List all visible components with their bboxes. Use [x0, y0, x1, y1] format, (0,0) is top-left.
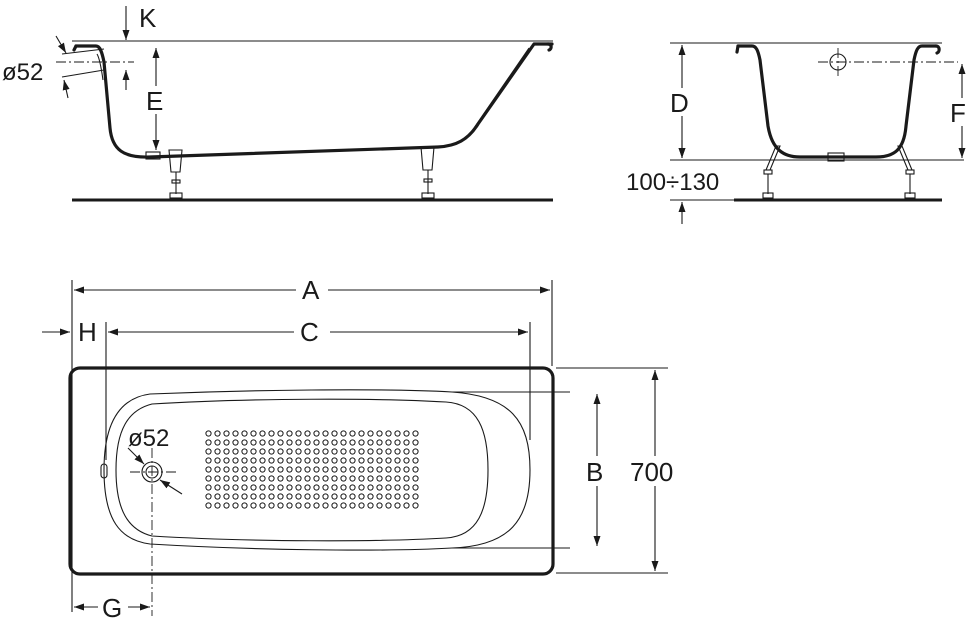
- tub-basin-floor-plan: [115, 398, 489, 542]
- overflow-notch-plan: [100, 463, 108, 479]
- end-elevation-view: D F 100÷130: [626, 42, 967, 224]
- tub-rim-lip-right: [546, 42, 553, 52]
- side-elevation-view: K E ø52: [0, 3, 554, 202]
- plan-view: ø52 A C H B 700 G: [42, 274, 682, 623]
- tub-rim-lip-left: [72, 44, 78, 52]
- label-h: H: [78, 317, 97, 347]
- label-b: B: [586, 457, 603, 487]
- drain-outlet-side: [145, 151, 161, 160]
- overflow-dim-upper: [61, 48, 105, 55]
- label-c: C: [300, 317, 319, 347]
- label-d: D: [670, 88, 689, 118]
- tub-inner-wall-right: [473, 47, 530, 129]
- label-feet-adjustment-range: 100÷130: [626, 169, 719, 196]
- leg-front: [168, 149, 183, 199]
- label-a: A: [302, 275, 320, 305]
- tub-end-profile: [736, 44, 938, 159]
- label-k: K: [139, 3, 157, 33]
- label-f: F: [950, 98, 966, 128]
- tub-outer-outline-plan: [68, 366, 555, 576]
- label-overflow-diameter-side: ø52: [2, 59, 43, 86]
- leg-end-right: [897, 145, 916, 199]
- label-drain-diameter-plan: ø52: [128, 425, 169, 452]
- anti-slip-dot-pattern: [205, 430, 421, 511]
- drain-outlet-end: [827, 152, 845, 162]
- leg-end-left: [762, 145, 781, 199]
- label-g: G: [102, 593, 122, 623]
- label-e: E: [146, 86, 163, 116]
- tub-inner-wall-left: [96, 53, 104, 81]
- leg-rear: [420, 146, 435, 199]
- overflow-dim-lower: [61, 69, 105, 78]
- label-width-700: 700: [630, 457, 673, 487]
